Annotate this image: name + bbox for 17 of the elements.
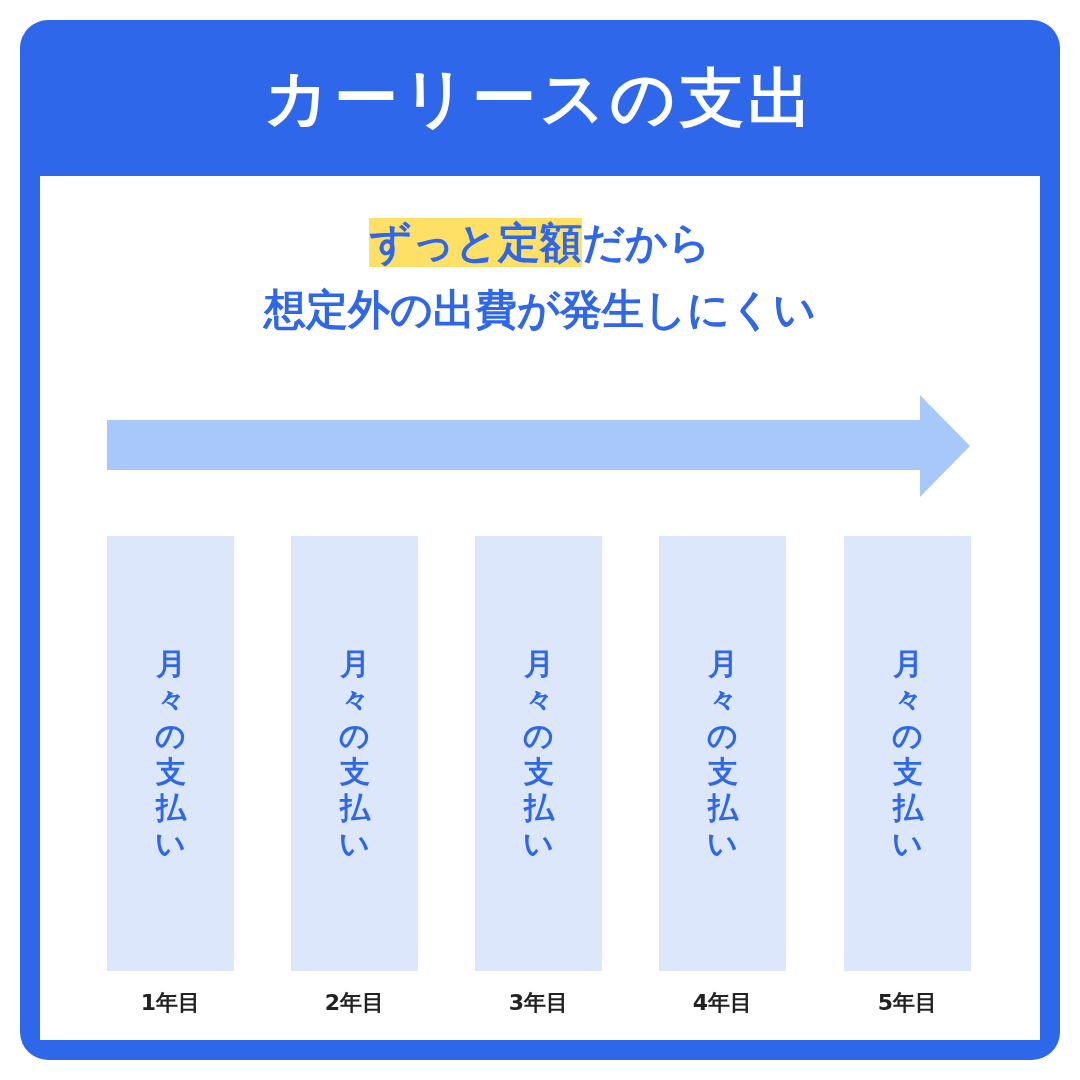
bar-label: 月々の支払い	[522, 645, 555, 862]
payment-bar	[291, 536, 418, 971]
bar-label: 月々の支払い	[154, 645, 187, 862]
year-label: 3年目	[507, 989, 570, 1017]
bar-label: 月々の支払い	[338, 645, 371, 862]
payment-bar	[475, 536, 602, 971]
bar-label: 月々の支払い	[891, 645, 924, 862]
year-label: 1年目	[139, 989, 202, 1017]
subtitle-text: 想定外の出費が発生しにくい	[264, 284, 816, 336]
year-label: 5年目	[876, 989, 939, 1017]
bar-label: 月々の支払い	[706, 645, 739, 862]
title: カーリースの支出	[263, 59, 817, 137]
payment-bar	[659, 536, 786, 971]
payment-bar	[107, 536, 234, 971]
year-label: 2年目	[323, 989, 386, 1017]
year-label: 4年目	[691, 989, 754, 1017]
payment-bar	[844, 536, 971, 971]
